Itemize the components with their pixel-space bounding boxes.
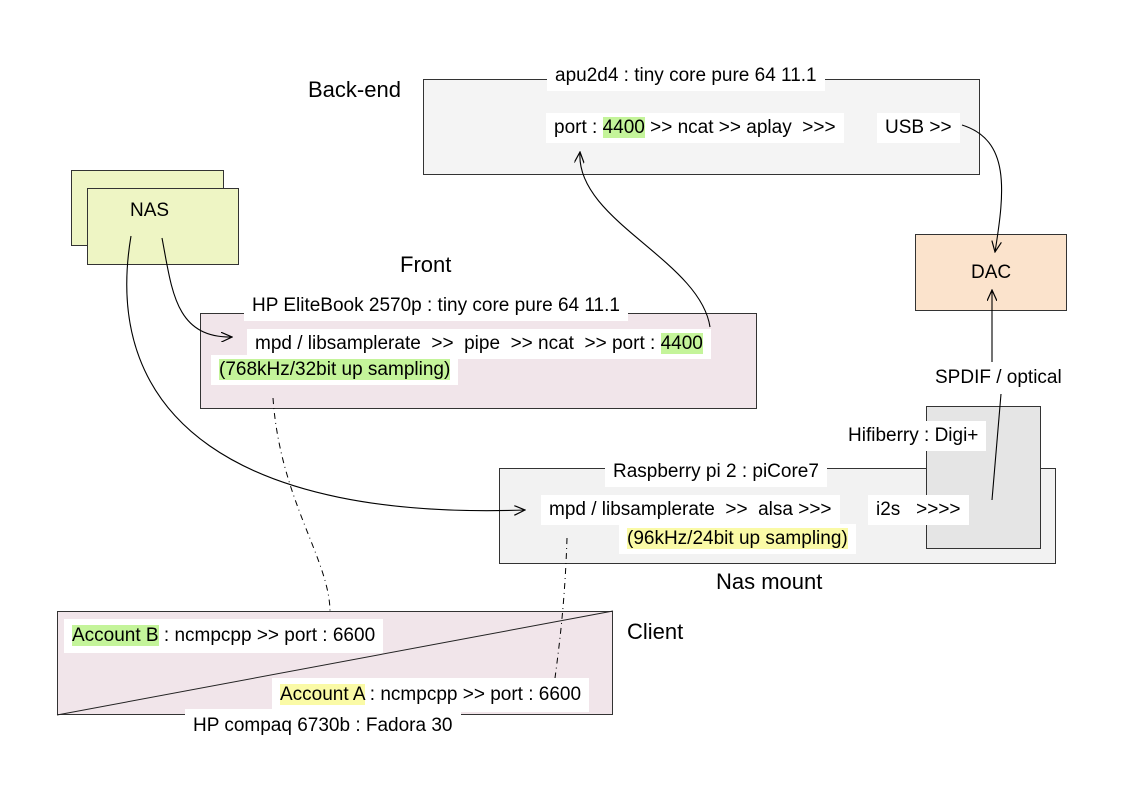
front-to-backend-arrow xyxy=(580,152,711,328)
backend-chain-prefix: port : xyxy=(554,117,603,138)
i2s-label: i2s >>>> xyxy=(868,495,969,525)
account-a-link xyxy=(554,537,568,679)
nas-to-front-arrow xyxy=(161,237,232,337)
nas-box-front[interactable] xyxy=(87,188,239,265)
hifiberry-label: Hifiberry : Digi+ xyxy=(840,421,987,451)
dac-label: DAC xyxy=(971,262,1012,283)
account-a-name: Account A xyxy=(280,684,365,705)
client-label: Client xyxy=(627,619,684,644)
backend-chain-suffix: >> ncat >> aplay >>> xyxy=(644,117,836,138)
front-sampling: (768kHz/32bit up sampling) xyxy=(211,355,459,385)
front-label: Front xyxy=(400,252,452,277)
account-b-name: Account B xyxy=(72,625,159,646)
raspberry-sampling-text: (96kHz/24bit up sampling) xyxy=(627,528,848,549)
raspberry-title: Raspberry pi 2 : piCore7 xyxy=(605,457,827,487)
client-host: HP compaq 6730b : Fadora 30 xyxy=(185,709,461,743)
front-port: 4400 xyxy=(660,333,703,354)
backend-label: Back-end xyxy=(308,77,401,102)
usb-to-dac-arrow xyxy=(961,124,1003,252)
spdif-label: SPDIF / optical xyxy=(927,363,1070,393)
account-b-line: Account B : ncmpcpp >> port : 6600 xyxy=(64,619,384,653)
client-diagonal xyxy=(56,610,614,716)
front-chain-prefix: mpd / libsamplerate >> pipe >> ncat >> p… xyxy=(255,333,661,354)
nas-label: NAS xyxy=(130,200,170,221)
account-b-rest: : ncmpcpp >> port : 6600 xyxy=(158,625,376,646)
raspberry-sampling: (96kHz/24bit up sampling) xyxy=(619,524,856,554)
raspberry-chain: mpd / libsamplerate >> alsa >>> xyxy=(541,495,840,525)
front-title: HP EliteBook 2570p : tiny core pure 64 1… xyxy=(244,291,628,321)
backend-port: 4400 xyxy=(602,117,645,138)
account-a-line: Account A : ncmpcpp >> port : 6600 xyxy=(272,678,590,712)
account-a-rest: : ncmpcpp >> port : 6600 xyxy=(364,684,582,705)
front-chain: mpd / libsamplerate >> pipe >> ncat >> p… xyxy=(247,329,711,359)
nas-to-raspberry-arrow xyxy=(126,235,525,511)
account-b-link xyxy=(272,397,331,613)
backend-chain: port : 4400 >> ncat >> aplay >>> xyxy=(546,113,844,143)
spdif-bottom-line xyxy=(991,393,1002,501)
usb-label: USB >> xyxy=(877,113,960,143)
backend-title: apu2d4 : tiny core pure 64 11.1 xyxy=(547,61,825,91)
front-sampling-text: (768kHz/32bit up sampling) xyxy=(219,359,451,380)
nas-mount-label: Nas mount xyxy=(716,569,823,594)
